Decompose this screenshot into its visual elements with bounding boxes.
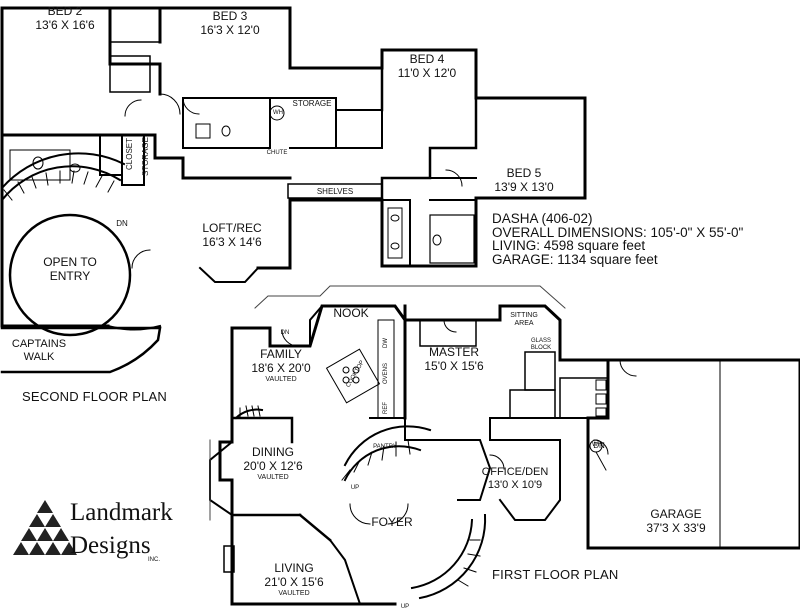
captains-walk-line1: CAPTAINS [11,338,67,350]
room-living: LIVING 21'0 X 15'6 VAULTED [254,561,334,598]
room-living-size: 21'0 X 15'6 [264,574,324,589]
tag-dw: DW [383,338,389,348]
plan-info: DASHA (406-02) OVERALL DIMENSIONS: 105'-… [492,212,743,266]
room-bed4-size: 11'0 X 12'0 [397,65,457,80]
room-bed4-name: BED 4 [409,52,445,66]
room-bed2-size: 13'6 X 16'6 [35,17,95,32]
second-floor-walls [0,6,587,328]
tag-closet: CLOSET [125,137,134,170]
captains-walk-line2: WALK [23,350,55,363]
room-dining-size: 20'0 X 12'6 [243,458,303,473]
living-fireplace [223,545,235,573]
landmark-logo-mark [13,500,77,555]
plan-living-area: LIVING: 4598 square feet [492,238,646,253]
tag-up-stair: UP [350,485,360,491]
room-family-note: VAULTED [265,375,297,383]
room-master-name: MASTER [428,345,479,359]
second-floor-heading: SECOND FLOOR PLAN [22,389,167,404]
tag-storage-left: STORAGE [141,137,150,177]
first-floor-outline [209,285,566,521]
room-bed2-name: BED 2 [47,4,83,18]
first-floor-walls [209,304,800,606]
room-nook: NOOK [333,306,369,320]
captains-walk: CAPTAINS WALK [4,338,74,363]
room-master-size: 15'0 X 15'6 [424,358,484,373]
open-to-entry-line1: OPEN TO [43,255,97,269]
tag-glass-line2: BLOCK [530,344,552,351]
room-family-name: FAMILY [260,347,302,361]
room-garage: GARAGE 37'3 X 33'9 [638,507,714,536]
room-dining-note: VAULTED [257,473,289,481]
second-floor-fixtures [9,93,463,269]
open-to-entry-line2: ENTRY [49,268,91,283]
tag-dn-family: DN [280,330,290,336]
tag-glass-block: GLASS BLOCK [527,338,555,352]
open-to-entry: OPEN TO ENTRY [30,255,110,284]
tag-ref: REF [383,402,389,414]
tag-dn-upper: DN [116,219,128,228]
logo-word-designs: Designs [70,532,151,559]
room-office-size: 13'0 X 10'9 [487,478,543,491]
room-dining: DINING 20'0 X 12'6 VAULTED [236,445,310,482]
room-bed3: BED 3 16'3 X 12'0 [190,9,270,38]
tag-pantry: PANTRY [373,444,397,450]
room-loft: LOFT/REC 16'3 X 14'6 [190,221,274,250]
room-bed4: BED 4 11'0 X 12'0 [388,52,466,81]
tag-glass-line1: GLASS [530,338,551,344]
room-family-size: 18'6 X 20'0 [251,360,311,375]
room-loft-name: LOFT/REC [202,221,262,235]
tag-wh-upper: WH [273,110,283,116]
tag-shelves: SHELVES [316,187,354,196]
room-bed5-name: BED 5 [506,166,542,180]
logo-suffix: INC. [148,557,160,563]
room-foyer: FOYER [371,515,413,529]
tag-dn-garage: DN [593,441,605,450]
logo-word-landmark: Landmark [70,499,173,526]
room-living-name: LIVING [274,561,314,575]
room-bed2: BED 2 13'6 X 16'6 [24,4,106,33]
kitchen-fixtures [325,319,607,471]
room-bed5-size: 13'9 X 13'0 [494,179,554,194]
plan-garage-area: GARAGE: 1134 square feet [492,251,658,267]
room-bed3-size: 16'3 X 12'0 [200,22,260,37]
room-bed5: BED 5 13'9 X 13'0 [484,166,564,195]
room-office-name: OFFICE/DEN [481,466,549,478]
landmark-designs-logo: Landmark Designs INC. [22,497,173,577]
room-garage-name: GARAGE [650,507,702,521]
first-floor-heading: FIRST FLOOR PLAN [492,567,619,582]
room-family: FAMILY 18'6 X 20'0 VAULTED [238,347,324,384]
room-bed3-name: BED 3 [212,9,248,23]
room-garage-size: 37'3 X 33'9 [646,520,706,535]
room-sitting-line2: AREA [514,320,534,328]
tag-storage-top: STORAGE [292,99,332,108]
room-loft-size: 16'3 X 14'6 [202,234,262,249]
plan-name: DASHA (406-02) [492,211,593,226]
second-floor-stair [0,152,162,374]
first-floor-stairs [234,405,487,600]
room-master: MASTER 15'0 X 15'6 [414,345,494,374]
tag-chute: CHUTE [266,150,288,156]
room-sitting-line1: SITTING [510,312,538,319]
tag-wh-lower: WH [592,442,602,448]
room-sitting-area: SITTING AREA [505,312,543,328]
first-floor-doors [281,319,637,525]
room-dining-name: DINING [252,445,294,459]
tag-up-front: UP [400,604,410,610]
tag-ovens: OVENS [383,362,389,384]
room-living-note: VAULTED [278,589,310,597]
room-office: OFFICE/DEN 13'0 X 10'9 [478,466,552,491]
plan-dimensions: OVERALL DIMENSIONS: 105'-0" X 55'-0" [492,224,744,240]
